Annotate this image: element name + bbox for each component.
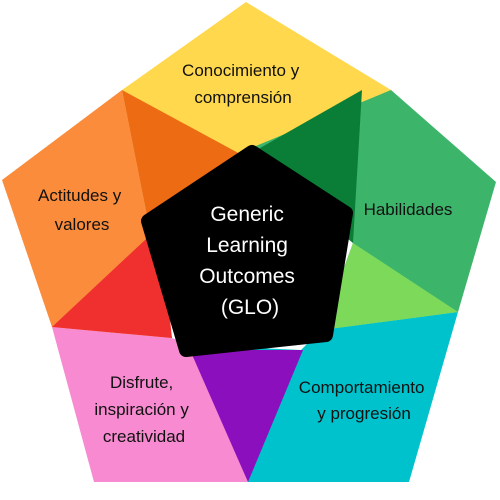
center-line: Outcomes bbox=[199, 265, 295, 288]
segment-skills-label: Habilidades bbox=[364, 200, 453, 219]
center-line: (GLO) bbox=[221, 296, 279, 319]
segment-label-line: Comportamiento bbox=[299, 378, 425, 397]
segment-label-line: Actitudes y bbox=[38, 186, 122, 205]
segment-label-line: comprensión bbox=[194, 88, 291, 107]
segment-label-line: valores bbox=[55, 215, 110, 234]
segment-label-line: Habilidades bbox=[364, 200, 453, 219]
center-line: Generic bbox=[210, 203, 284, 226]
segment-attitudes-label: Actitudes y valores bbox=[38, 186, 126, 234]
segment-label-line: y progresión bbox=[317, 404, 411, 423]
segment-knowledge-label: Conocimiento y comprensión bbox=[182, 61, 304, 107]
center-line: Learning bbox=[206, 234, 288, 257]
segment-label-line: inspiración y bbox=[94, 400, 189, 419]
segment-behaviour-accent bbox=[322, 243, 458, 330]
segment-attitudes-accent bbox=[52, 226, 172, 338]
center-pentagon bbox=[141, 145, 353, 357]
segment-enjoyment-accent bbox=[190, 350, 303, 482]
center-label: Generic Learning Outcomes (GLO) bbox=[199, 203, 301, 319]
segment-enjoyment-label: Disfrute, inspiración y creatividad bbox=[94, 373, 193, 446]
segment-behaviour-label: Comportamiento y progresión bbox=[299, 378, 429, 423]
segment-label-line: creatividad bbox=[103, 427, 185, 446]
segment-enjoyment-fill bbox=[52, 327, 248, 482]
segment-label-line: Disfrute, bbox=[110, 373, 173, 392]
segment-knowledge-accent bbox=[122, 90, 242, 221]
segment-label-line: Conocimiento y bbox=[182, 61, 300, 80]
